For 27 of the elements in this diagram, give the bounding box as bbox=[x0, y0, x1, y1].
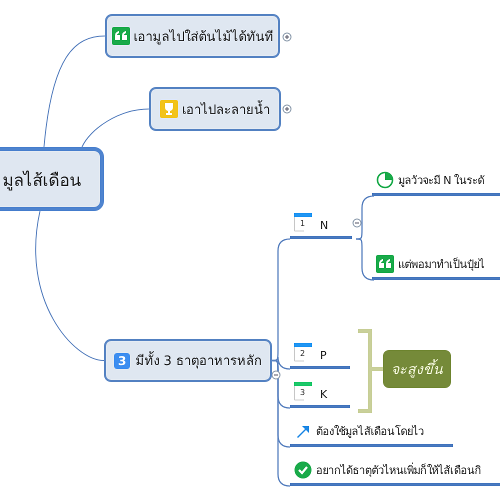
topic-text: ต้องใช้มูลไส้เดือนโดยไว bbox=[316, 424, 424, 440]
priority-number: 3 bbox=[300, 388, 305, 397]
branch-line bbox=[44, 36, 106, 148]
topic-text: เอาไปละลายน้ำ bbox=[182, 98, 270, 120]
topic-text: มีทั้ง 3 ธาตุอาหารหลัก bbox=[135, 350, 262, 371]
topic-text: มูลวัวจะมี N ในระดั bbox=[398, 173, 484, 189]
topic-box bbox=[149, 87, 281, 131]
topic-text: เอามูลไปใส่ต้นไม้ได้ทันที bbox=[134, 28, 274, 46]
topic-box bbox=[105, 14, 280, 58]
branch-line bbox=[356, 238, 375, 281]
priority-badge: 3 bbox=[114, 352, 130, 368]
branch-line bbox=[356, 195, 375, 240]
topic-box bbox=[104, 339, 272, 382]
central-topic-box bbox=[0, 147, 104, 211]
topic-text: จะสูงขึ้น bbox=[391, 358, 443, 380]
topic-text: N bbox=[320, 219, 328, 232]
topic-text: P bbox=[320, 349, 326, 362]
topic-text: อยากได้ธาตุตัวไหนเพิ่มก็ให้ไส้เดือนกิ bbox=[316, 462, 482, 479]
topic-text: แต่พอมาทำเป็นปุ๋ยไ bbox=[398, 256, 485, 273]
topic-text: มูลไส้เดือน bbox=[2, 170, 82, 192]
summary-box bbox=[383, 350, 451, 388]
topic-text: K bbox=[320, 388, 327, 401]
subtopic-underline bbox=[372, 252, 500, 280]
branch-line bbox=[82, 108, 150, 148]
priority-number: 1 bbox=[300, 219, 305, 228]
priority-number: 2 bbox=[300, 349, 305, 358]
branch-line bbox=[35, 210, 104, 361]
